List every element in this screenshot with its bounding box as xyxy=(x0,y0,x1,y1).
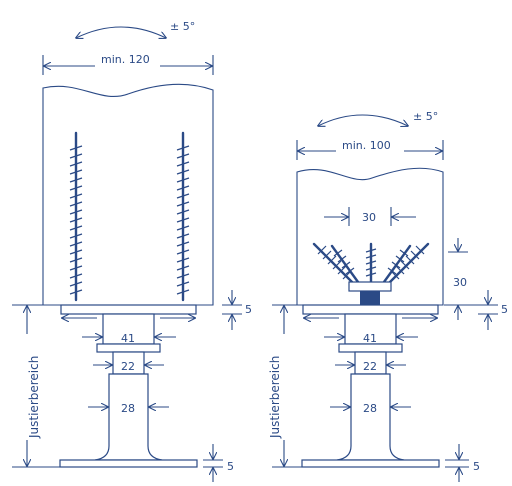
right-column-width-label: 28 xyxy=(363,402,377,415)
left-base-plate xyxy=(59,459,198,468)
right-rotation-arc xyxy=(318,114,408,126)
right-base-plate-thickness-label: 5 xyxy=(473,460,480,473)
right-tube-width-label: 22 xyxy=(363,360,377,373)
right-top-plate-thickness-label: 5 xyxy=(501,303,508,316)
left-rotation-arc xyxy=(76,26,166,38)
left-screw-a xyxy=(69,131,83,302)
right-base-plate xyxy=(301,459,440,468)
left-adjustment-range-label: Justierbereich xyxy=(27,356,41,439)
right-rotation-label: ± 5° xyxy=(413,110,438,123)
left-column xyxy=(94,373,163,461)
right-sleeve-width-label: 41 xyxy=(363,332,377,345)
right-top-plate xyxy=(302,304,439,315)
right-min-width-label: min. 100 xyxy=(342,139,391,152)
left-min-width-label: min. 120 xyxy=(101,53,150,66)
right-adjustment-range-label: Justierbereich xyxy=(268,356,282,439)
left-figure: ± 5° min. 120 95 41 xyxy=(12,20,252,482)
right-post xyxy=(296,167,444,306)
right-column xyxy=(336,373,405,461)
right-threaded-stud xyxy=(360,291,380,305)
right-figure: ± 5° min. 100 30 xyxy=(268,110,508,482)
left-base-plate-thickness-label: 5 xyxy=(227,460,234,473)
left-screw-b xyxy=(176,131,190,302)
left-tube-width-label: 22 xyxy=(121,360,135,373)
right-screw-bracket xyxy=(348,281,392,292)
left-top-plate xyxy=(60,304,197,315)
right-collar xyxy=(338,343,403,353)
left-top-plate-thickness-label: 5 xyxy=(245,303,252,316)
left-sleeve-width-label: 41 xyxy=(121,332,135,345)
left-collar xyxy=(96,343,161,353)
right-screw-height-label: 30 xyxy=(453,276,467,289)
left-post xyxy=(42,83,214,306)
right-screw-spacing-label: 30 xyxy=(362,211,376,224)
left-sleeve xyxy=(102,313,155,345)
right-screw-fan xyxy=(312,242,430,284)
right-sleeve xyxy=(344,313,397,345)
left-rotation-label: ± 5° xyxy=(170,20,195,33)
left-column-width-label: 28 xyxy=(121,402,135,415)
